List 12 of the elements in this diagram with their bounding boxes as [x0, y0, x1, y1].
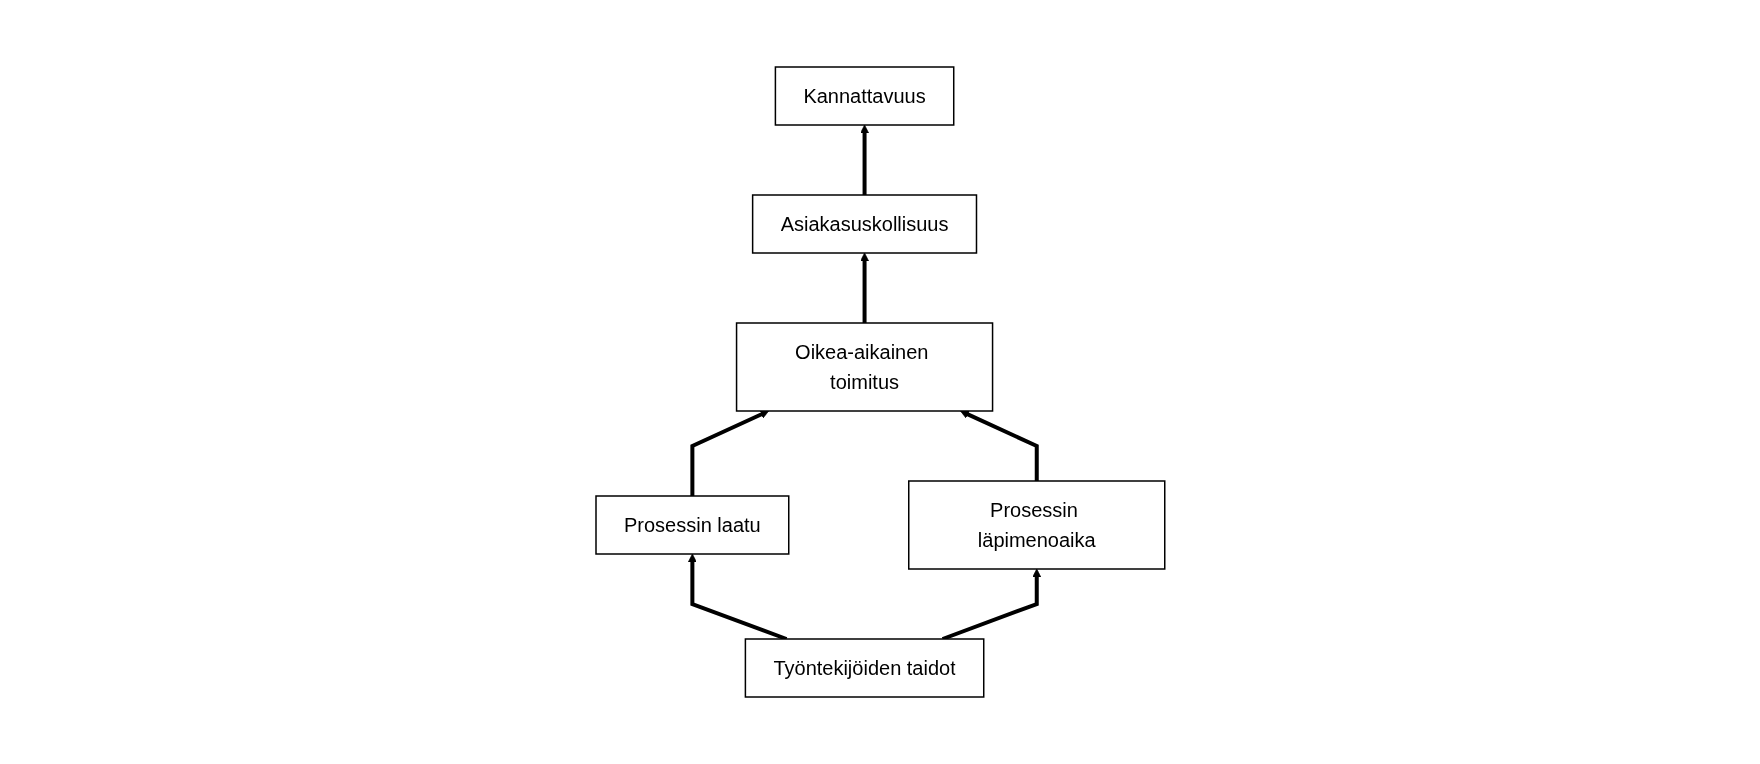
arrow [690, 410, 769, 496]
arrow [941, 568, 1041, 641]
arrow [959, 410, 1039, 481]
node-box: Prosessin läpimenoaika [907, 480, 1166, 570]
node-box: Prosessin laatu [594, 495, 790, 555]
arrow [859, 124, 869, 195]
node-box: Kannattavuus [774, 66, 955, 126]
node-box: Oikea-aikainen toimitus [735, 322, 993, 412]
arrow [859, 252, 869, 323]
node-box: Työntekijöiden taidot [744, 638, 985, 698]
node-box: Asiakasuskollisuus [751, 194, 977, 254]
arrow [687, 553, 787, 641]
